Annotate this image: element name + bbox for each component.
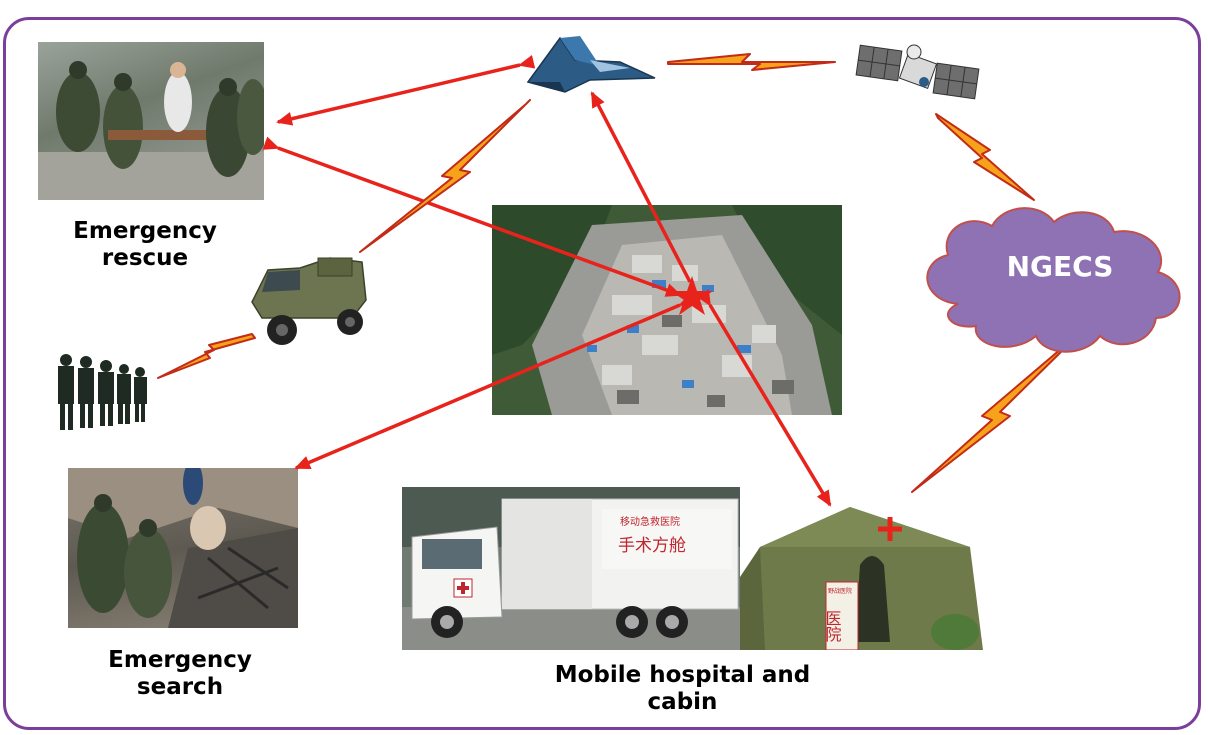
tent-sign-text: 医院	[823, 610, 842, 643]
ngecs-label: NGECS	[1006, 250, 1114, 283]
emergency-search-photo	[68, 468, 298, 628]
emergency-rescue-label: Emergency rescue	[73, 218, 217, 271]
svg-text:移动急救医院: 移动急救医院	[620, 515, 680, 528]
ngecs-cloud	[926, 207, 1181, 353]
truck-cabin-text: 手术方舱	[618, 536, 686, 556]
emergency-rescue-photo	[38, 42, 264, 200]
lightning-satellite-ngecs-icon	[935, 113, 1035, 201]
lightning-uav-satellite-icon	[667, 53, 836, 71]
satellite-icon	[855, 44, 980, 100]
arrow-uav-rescue	[276, 54, 536, 126]
arrow-rescue-star	[262, 136, 682, 297]
arrow-star-uav	[590, 91, 692, 283]
diagram-frame	[3, 17, 1201, 730]
lightning-ngecs-tent-icon	[911, 344, 1069, 493]
mobile-hospital-truck-photo: 移动急救医院 手术方舱	[402, 487, 740, 650]
armored-vehicle-icon	[251, 257, 367, 345]
star-icon	[671, 276, 713, 315]
svg-text:野战医院: 野战医院	[828, 587, 852, 595]
arrow-star-tent	[696, 289, 832, 507]
mobile-hospital-label: Mobile hospital and cabin	[554, 662, 811, 715]
lightning-vehicle-soldiers-icon	[157, 333, 256, 379]
soldiers-icon	[52, 350, 152, 435]
lightning-uav-vehicle-icon	[359, 99, 531, 253]
hospital-tent-photo: 野战医院 医院	[740, 507, 983, 650]
emergency-search-label: Emergency search	[108, 647, 252, 700]
arrow-star-search	[294, 293, 696, 470]
red-cross-icon	[878, 517, 902, 541]
uav-icon	[526, 36, 656, 93]
